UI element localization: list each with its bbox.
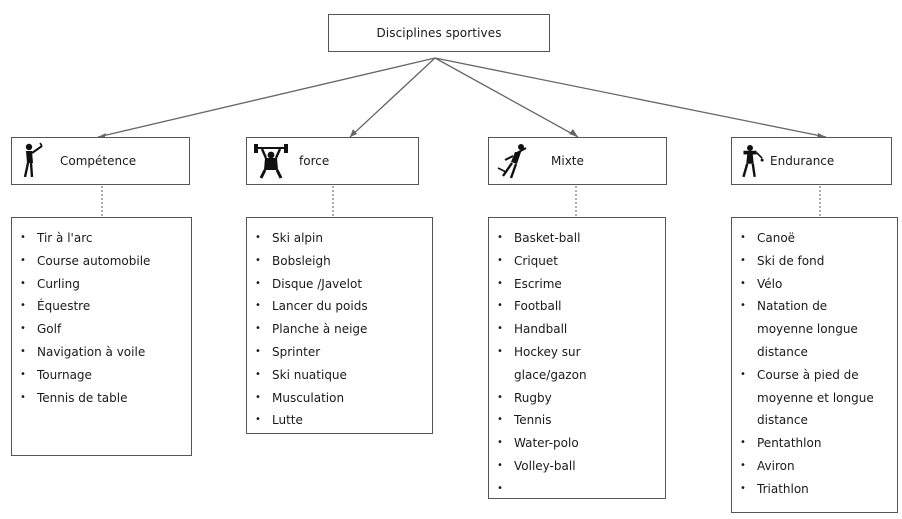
list-item: Disque /Javelot [254,273,426,296]
category-label: Mixte [551,154,584,168]
list-item: Football [496,295,659,318]
list-item: Tir à l'arc [19,227,185,250]
handball-player-icon [497,144,527,179]
list-item: Rugby [496,387,659,410]
list-item: Lancer du poids [254,295,426,318]
category-competence: Compétence [11,137,190,185]
list-item: Golf [19,318,185,341]
list-item: Tournage [19,364,185,387]
list-item [496,478,659,501]
list-item: Natation de moyenne longue distance [739,295,885,363]
root-label: Disciplines sportives [376,26,502,40]
list-item: Musculation [254,387,426,410]
root-to-force-line [349,57,436,138]
list-item: Planche à neige [254,318,426,341]
list-item: Tennis [496,409,659,432]
list-item: Curling [19,273,185,296]
category-endurance: Endurance [731,137,892,185]
list-item: Tennis de table [19,387,185,410]
category-label: Compétence [60,154,137,168]
list-item: Vélo [739,273,891,296]
list-item: Water-polo [496,432,659,455]
list-force: Ski alpin Bobsleigh Disque /Javelot Lanc… [246,217,433,434]
list-item: Sprinter [254,341,426,364]
list-item: Lutte [254,409,426,432]
list-item: Course à pied de moyenne et longue dista… [739,364,889,432]
list-item: Triathlon [739,478,891,501]
list-item: Criquet [496,250,659,273]
runner-icon [742,144,764,178]
list-item: Équestre [19,295,185,318]
root-to-competence-line [97,57,436,138]
list-item: Pentathlon [739,432,891,455]
list-item: Basket-ball [496,227,659,250]
category-label: Endurance [770,154,835,168]
list-item: Navigation à voile [19,341,185,364]
list-item: Bobsleigh [254,250,426,273]
category-label: force [299,154,330,168]
root-node: Disciplines sportives [328,14,550,52]
root-to-endurance-line [434,57,827,138]
list-endurance: Canoë Ski de fond Vélo Natation de moyen… [731,217,898,513]
list-item: Ski nuatique [254,364,426,387]
weightlifter-icon [254,144,288,179]
root-to-mixte-line [434,57,579,138]
list-item: Ski alpin [254,227,426,250]
list-mixte: Basket-ball Criquet Escrime Football Han… [488,217,666,501]
list-item: Handball [496,318,659,341]
list-item: Hockey sur glace/gazon [496,341,622,387]
list-item: Canoë [739,227,891,250]
list-item: Volley-ball [496,455,659,478]
list-item: Ski de fond [739,250,891,273]
list-competence: Tir à l'arc Course automobile Curling Éq… [11,217,192,456]
list-item: Aviron [739,455,891,478]
category-force: force [246,137,419,185]
golfer-icon [23,142,43,178]
list-item: Course automobile [19,250,155,273]
category-mixte: Mixte [488,137,667,185]
list-item: Escrime [496,273,659,296]
